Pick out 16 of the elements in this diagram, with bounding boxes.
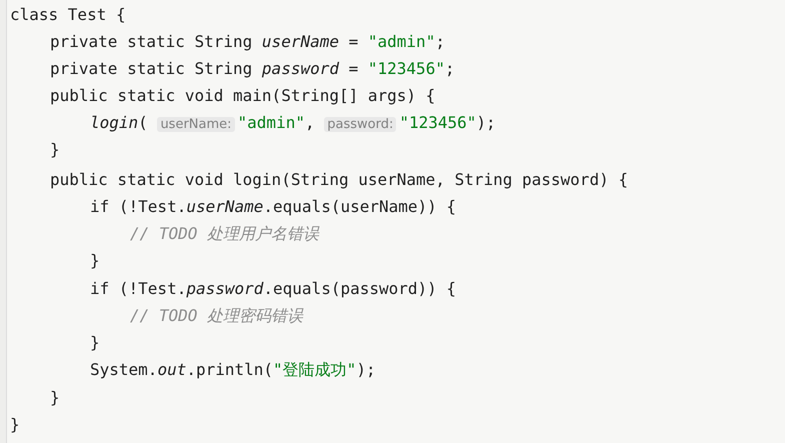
code-line: } [90,251,100,271]
code-line: } [50,388,60,408]
code-line: } [50,140,60,160]
code-line: login( userName: "admin", password: "123456"); [90,113,496,134]
code-line: private static String password = "123456"; [50,59,455,79]
code-line: private static String userName = "admin"; [50,32,445,52]
code-line: } [90,333,100,353]
code-line: public static void login(String userName, String password) { [50,170,628,190]
code-line: public static void main(String[] args) { [50,86,436,106]
code-line: if (!Test.password.equals(password)) { [90,279,456,299]
code-line: } [10,415,20,435]
code-line: System.out.println("登陆成功"); [90,360,376,380]
code-comment: // TODO 处理密码错误 [130,306,304,326]
code-comment: // TODO 处理用户名错误 [130,224,320,244]
code-line: class Test { [10,5,126,25]
code-line: if (!Test.userName.equals(userName)) { [90,197,456,217]
